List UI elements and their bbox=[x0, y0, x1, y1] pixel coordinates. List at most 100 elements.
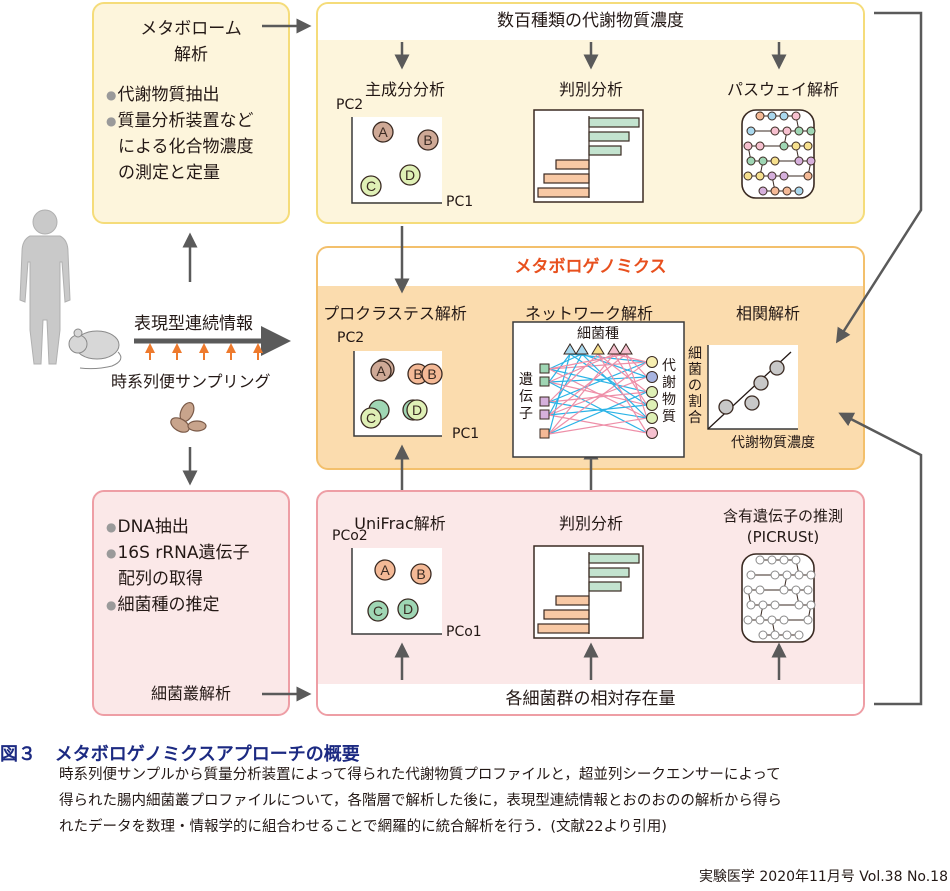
discriminant-plot-top bbox=[533, 109, 644, 203]
pathway-node bbox=[746, 156, 756, 166]
pathway-node bbox=[794, 630, 804, 640]
pca-point-label: B bbox=[423, 132, 432, 148]
pathway-node bbox=[755, 585, 765, 595]
picrust-title: 含有遺伝子の推測 (PICRUSt) bbox=[722, 507, 843, 546]
pathway-node bbox=[779, 555, 789, 565]
network-link bbox=[548, 361, 648, 370]
pathway-node bbox=[770, 570, 780, 580]
bacteria-footer: 各細菌群の相対存在量 bbox=[318, 684, 863, 714]
network-link bbox=[597, 353, 648, 393]
pathway-node bbox=[794, 156, 804, 166]
metabologenomics-header: メタボロゲノミクス bbox=[318, 248, 863, 286]
pathway-node bbox=[746, 126, 756, 136]
pathway-node bbox=[758, 186, 768, 196]
network-plot bbox=[512, 321, 685, 458]
network-links bbox=[548, 353, 648, 435]
pathway-node bbox=[746, 600, 756, 610]
gene-node bbox=[539, 376, 550, 387]
pca-point-label: D bbox=[405, 167, 415, 183]
picrust-network bbox=[741, 553, 816, 643]
correlation-point bbox=[718, 399, 734, 415]
network-link bbox=[597, 353, 648, 434]
metabolite-node bbox=[646, 371, 658, 383]
pathway-node bbox=[755, 141, 765, 151]
bullet-item: ●16S rRNA遺伝子 bbox=[106, 543, 250, 563]
pathway-node bbox=[806, 570, 816, 580]
discriminant-bar-positive bbox=[588, 117, 640, 128]
correlation-plot bbox=[707, 345, 798, 430]
correlation-point bbox=[769, 360, 785, 376]
discriminant-title: 判別分析 bbox=[558, 80, 623, 99]
network-link bbox=[548, 353, 571, 383]
bacteria-species-node bbox=[591, 343, 605, 355]
network-link bbox=[548, 376, 648, 383]
pathway-node bbox=[758, 600, 768, 610]
procrustes-point bbox=[360, 407, 382, 429]
pathway-node bbox=[794, 600, 804, 610]
network-link bbox=[581, 353, 648, 378]
network-link bbox=[548, 376, 648, 416]
network-link bbox=[548, 353, 627, 370]
correlation-point bbox=[744, 395, 760, 411]
pathway-node bbox=[806, 126, 816, 136]
unifrac-xlabel: PCo1 bbox=[446, 624, 482, 640]
pathway-node bbox=[755, 171, 765, 181]
metabolite-node bbox=[646, 427, 658, 439]
figure-caption-body: 時系列便サンプルから質量分析装置によって得られた代謝物質プロファイルと，超並列シ… bbox=[59, 767, 782, 835]
pathway-title: パスウェイ解析 bbox=[726, 80, 839, 99]
metabolome-bullets: ●代謝物質抽出 ●質量分析装置など による化合物濃度 の測定と定量 bbox=[106, 82, 254, 186]
pathway-node bbox=[767, 171, 777, 181]
bullet-item: ●質量分析装置など bbox=[106, 111, 254, 131]
pca-ylabel: PC2 bbox=[336, 97, 364, 113]
pathway-node bbox=[782, 186, 792, 196]
pca-xlabel: PC1 bbox=[446, 194, 474, 210]
bacteria-species-node bbox=[607, 343, 621, 355]
discriminant-plot-bottom bbox=[533, 545, 644, 639]
figure-title: メタボロゲノミクスアプローチの概要 bbox=[54, 744, 360, 765]
bullet-item: ●DNA抽出 bbox=[106, 517, 189, 537]
bacteria-species-node bbox=[575, 343, 589, 355]
pathway-node bbox=[791, 585, 801, 595]
pathway-node bbox=[743, 585, 753, 595]
pathway-node bbox=[758, 156, 768, 166]
procrustes-point-label: D bbox=[412, 402, 422, 418]
sampling-label: 時系列便サンプリング bbox=[111, 372, 271, 391]
figure-caption-title: 図３ メタボロゲノミクスアプローチの概要 bbox=[0, 740, 360, 766]
pathway-network bbox=[741, 109, 816, 199]
sampling-arrows bbox=[145, 343, 263, 360]
bullet-item: ●細菌種の推定 bbox=[106, 595, 220, 615]
procrustes-point bbox=[406, 399, 428, 421]
procrustes-point bbox=[370, 360, 392, 382]
gene-node bbox=[539, 396, 550, 407]
network-link bbox=[613, 353, 648, 406]
network-right-label: 代謝物質 bbox=[662, 358, 676, 425]
bullet-item: ●代謝物質抽出 bbox=[106, 85, 220, 105]
pathway-node bbox=[746, 570, 756, 580]
correlation-ylabel: 細菌の割合 bbox=[688, 346, 702, 426]
pca-point bbox=[360, 175, 382, 197]
network-link bbox=[548, 353, 627, 416]
pathway-node bbox=[806, 600, 816, 610]
pathway-node bbox=[770, 156, 780, 166]
discriminant-bar-positive bbox=[588, 567, 630, 578]
discriminant-title-2: 判別分析 bbox=[558, 514, 623, 533]
pathway-node bbox=[794, 570, 804, 580]
network-link bbox=[548, 381, 648, 434]
flow-arrows bbox=[134, 11, 923, 706]
correlation-title: 相関解析 bbox=[735, 304, 800, 323]
metabolome-box: メタボローム 解析 ●代謝物質抽出 ●質量分析装置など による化合物濃度 の測定… bbox=[92, 2, 290, 224]
network-link bbox=[625, 353, 648, 378]
pathway-node bbox=[779, 171, 789, 181]
network-top-label: 細菌種 bbox=[577, 326, 619, 342]
unifrac-point-label: C bbox=[373, 603, 383, 619]
discriminant-bar-positive bbox=[588, 145, 622, 156]
pathway-node bbox=[794, 186, 804, 196]
pathway-node bbox=[779, 141, 789, 151]
bacteria-species-node bbox=[619, 343, 633, 355]
pathway-node bbox=[755, 615, 765, 625]
gene-node bbox=[539, 409, 550, 420]
